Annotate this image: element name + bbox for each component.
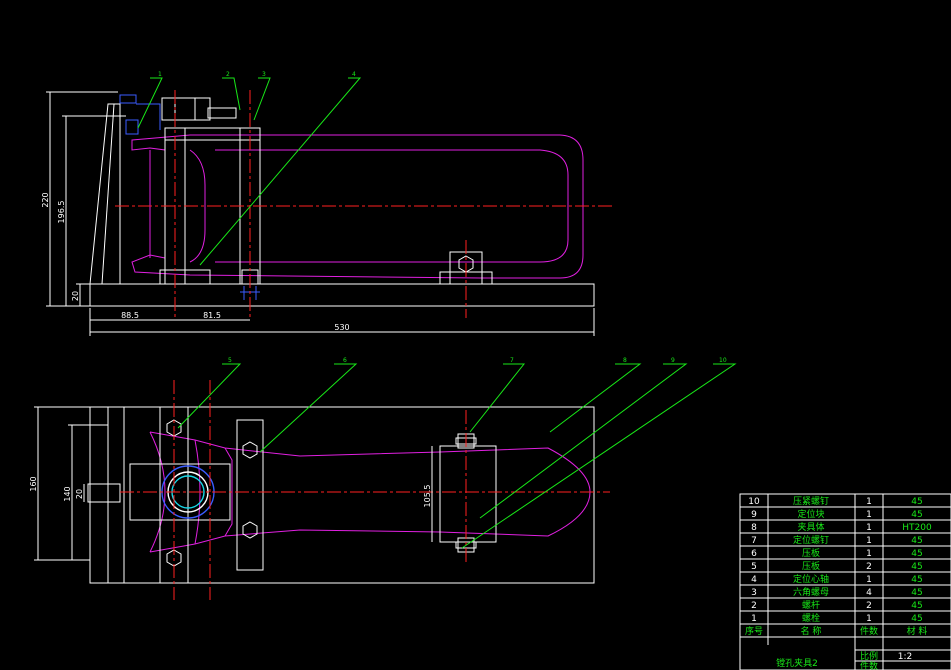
bom-row: 3 六角螺母 4 45 <box>751 586 923 598</box>
bom-material: 45 <box>911 601 922 611</box>
bom-qty: 1 <box>866 523 872 533</box>
centerlines-side <box>115 90 615 318</box>
bom-material: 45 <box>911 497 922 507</box>
bom-row: 1 螺栓 1 45 <box>751 612 923 624</box>
balloon-8: 8 <box>623 357 627 364</box>
balloon-9: 9 <box>671 357 675 364</box>
bom-row: 5 压板 2 45 <box>751 560 923 572</box>
dim-inner-width: 140 <box>63 486 72 501</box>
bom-table: 10 压紧螺钉 1 45 9 定位块 1 45 8 夹具体 1 HT200 7 … <box>739 493 951 670</box>
bom-name: 定位心轴 <box>793 573 829 585</box>
bom-no: 5 <box>751 562 757 572</box>
bom-qty: 1 <box>866 536 872 546</box>
fixture-body-side <box>89 103 595 307</box>
balloon-1: 1 <box>158 71 162 78</box>
dimensions-side <box>46 91 595 336</box>
bom-no: 1 <box>751 614 757 624</box>
bom-no: 7 <box>751 536 757 546</box>
bom-name: 压板 <box>802 560 820 572</box>
centerlines-top <box>120 380 610 600</box>
bom-row: 7 定位螺钉 1 45 <box>751 534 923 546</box>
bom-qty: 2 <box>866 601 872 611</box>
balloon-4: 4 <box>352 71 356 78</box>
bom-grid <box>739 493 951 670</box>
fasteners-side <box>119 94 260 300</box>
bom-header-name: 名 称 <box>801 625 822 637</box>
dim-offset-mid: 81.5 <box>203 311 221 320</box>
bom-row: 9 定位块 1 45 <box>751 508 923 520</box>
dim-small: 20 <box>75 489 84 499</box>
bom-name: 夹具体 <box>797 521 824 533</box>
balloon-5: 5 <box>228 357 232 364</box>
bom-material: 45 <box>911 588 922 598</box>
count-label: 件数 <box>860 660 878 670</box>
bom-no: 3 <box>751 588 757 598</box>
dim-height-mid: 196.5 <box>57 201 66 224</box>
drawing-title: 镗孔夹具2 <box>776 657 818 669</box>
leaders-side <box>137 77 362 266</box>
bom-material: 45 <box>911 510 922 520</box>
balloon-6: 6 <box>343 357 347 364</box>
bom-material: 45 <box>911 536 922 546</box>
bom-qty: 1 <box>866 614 872 624</box>
bom-no: 8 <box>751 523 757 533</box>
bom-row: 10 压紧螺钉 1 45 <box>748 496 922 507</box>
bom-name: 六角螺母 <box>793 586 829 598</box>
side-view: 220 196.5 20 88.5 81.5 530 1 2 3 4 <box>41 71 615 336</box>
dim-pad-width: 105.5 <box>423 485 432 508</box>
bom-header: 序号 名 称 件数 材 料 <box>745 625 927 637</box>
bom-material: 45 <box>911 575 922 585</box>
leaders-top <box>177 363 737 549</box>
bom-row: 4 定位心轴 1 45 <box>751 573 923 585</box>
dim-height-total: 220 <box>41 192 50 207</box>
bom-name: 螺栓 <box>802 612 820 624</box>
bom-no: 10 <box>748 497 760 507</box>
bom-row: 8 夹具体 1 HT200 <box>751 521 932 533</box>
dim-length-total: 530 <box>334 323 349 332</box>
bom-no: 2 <box>751 601 757 611</box>
bom-material: HT200 <box>902 523 932 533</box>
bom-name: 定位螺钉 <box>793 534 829 546</box>
balloon-10: 10 <box>719 357 727 364</box>
bom-qty: 4 <box>866 588 872 598</box>
bom-no: 9 <box>751 510 757 520</box>
bom-name: 螺杆 <box>802 599 820 611</box>
balloon-7: 7 <box>510 357 514 364</box>
bom-header-material: 材 料 <box>907 625 928 637</box>
bom-row: 2 螺杆 2 45 <box>751 599 923 611</box>
top-clamp-side <box>161 97 237 121</box>
bom-row: 6 压板 1 45 <box>751 547 923 559</box>
top-view: 160 140 20 105.5 5 6 7 8 9 10 <box>29 357 737 600</box>
bom-material: 45 <box>911 614 922 624</box>
fixture-body-top <box>87 406 595 584</box>
balloon-2: 2 <box>226 71 230 78</box>
scale-label: 比例 <box>860 650 878 662</box>
bom-name: 压板 <box>802 547 820 559</box>
scale-value: 1:2 <box>898 652 912 662</box>
balloon-3: 3 <box>262 71 266 78</box>
dimensions-top <box>34 406 433 561</box>
bom-qty: 1 <box>866 549 872 559</box>
bom-qty: 1 <box>866 510 872 520</box>
bom-no: 6 <box>751 549 757 559</box>
bom-qty: 1 <box>866 497 872 507</box>
dim-offset-left: 88.5 <box>121 311 139 320</box>
bom-header-no: 序号 <box>745 625 763 637</box>
bom-name: 压紧螺钉 <box>793 496 829 507</box>
bom-material: 45 <box>911 549 922 559</box>
bom-no: 4 <box>751 575 757 585</box>
dim-height-base: 20 <box>71 291 80 301</box>
dim-width: 160 <box>29 476 38 491</box>
bom-qty: 2 <box>866 562 872 572</box>
bom-name: 定位块 <box>797 508 824 520</box>
workpiece-side <box>131 134 584 279</box>
bom-material: 45 <box>911 562 922 572</box>
bom-header-qty: 件数 <box>860 625 878 637</box>
bom-qty: 1 <box>866 575 872 585</box>
